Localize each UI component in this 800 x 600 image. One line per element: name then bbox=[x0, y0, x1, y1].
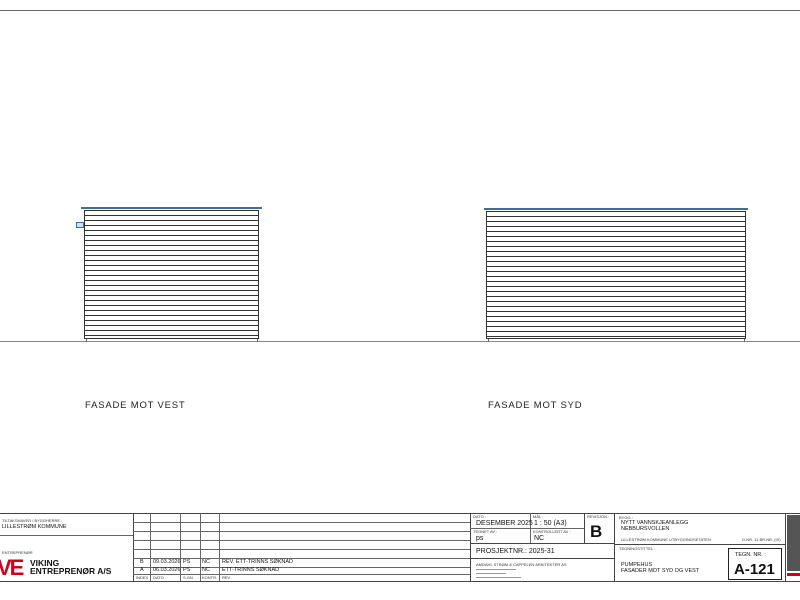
title-label: TEGNINGSTITTEL : bbox=[619, 546, 656, 551]
facade-foot-left bbox=[488, 339, 489, 342]
project-location: LILLESTRØM KOMMUNE UTBYGGINGSETATEN bbox=[621, 537, 711, 542]
client-name: LILLESTRØM KOMMUNE bbox=[2, 524, 67, 530]
rev-checked: NC bbox=[202, 559, 210, 565]
revision-table: B 09.03.2026 PS NC REV. ETT-TRINNS SØKNA… bbox=[133, 513, 470, 581]
caption-west: FASADE MOT VEST bbox=[85, 400, 186, 411]
revision-value: B bbox=[590, 522, 603, 541]
rev-checked: NC bbox=[202, 567, 210, 573]
rev-date: 09.03.2026 bbox=[153, 559, 181, 565]
architect-logo-accent bbox=[787, 573, 800, 576]
rev-text: REV. ETT-TRINNS SØKNAD bbox=[222, 559, 294, 565]
facade-south-elevation bbox=[486, 211, 746, 339]
rev-header-index: INDEX bbox=[136, 575, 149, 580]
facade-foot-right bbox=[257, 339, 258, 342]
checked-label: KONTROLLERT AV : bbox=[533, 529, 571, 534]
drawn-value: ps bbox=[476, 535, 484, 542]
rev-drawn: PS bbox=[183, 559, 191, 565]
facade-foot-right bbox=[744, 339, 745, 342]
architect-name: AMDAHL STRØM & CAPPELEN ARKITEKTER AS bbox=[476, 562, 567, 567]
drawing-number-label: TEGN. NR. : bbox=[735, 552, 766, 558]
drawing-number: A-121 bbox=[734, 561, 775, 578]
rev-header-checked: KONTR. bbox=[202, 575, 218, 580]
client-label: TILTAKSHAVER / BYGGHERRE : bbox=[2, 518, 63, 523]
roof-edge-west bbox=[81, 207, 262, 209]
project-line2: NEBBURSVOLLEN bbox=[621, 526, 670, 532]
checked-value: NC bbox=[534, 535, 545, 542]
date-label: DATO : bbox=[473, 514, 486, 519]
rev-index: B bbox=[140, 559, 144, 565]
rev-header-date: DATO bbox=[153, 575, 164, 580]
rev-header-drawn: S.GN. bbox=[183, 575, 194, 580]
rev-header-text: REV. bbox=[222, 575, 231, 580]
architect-logo-icon bbox=[787, 515, 800, 571]
project-label: BYGG : bbox=[619, 515, 633, 520]
facade-west-elevation bbox=[84, 210, 259, 339]
contractor-logo-mark: VE bbox=[0, 555, 24, 580]
project-number: PROSJEKTNR.: 2025-31 bbox=[476, 548, 555, 555]
rev-text: ETT-TRINNS SØKNAD bbox=[222, 567, 280, 573]
rev-date: 06.03.2026 bbox=[153, 567, 181, 573]
title-block: TILTAKSHAVER / BYGGHERRE : LILLESTRØM KO… bbox=[0, 513, 800, 582]
caption-south: FASADE MOT SYD bbox=[488, 400, 583, 411]
vent-icon bbox=[76, 222, 84, 228]
title-line1: PUMPEHUS bbox=[621, 562, 653, 568]
revision-label: REVISJON : bbox=[587, 514, 610, 519]
date-value: DESEMBER 2025 bbox=[476, 520, 533, 527]
rev-index: A bbox=[140, 567, 144, 573]
ground-line bbox=[0, 341, 800, 342]
drawing-border-top bbox=[0, 10, 800, 11]
rev-drawn: PS bbox=[183, 567, 191, 573]
contractor-label: ENTREPRENØR bbox=[2, 550, 33, 555]
project-gnr: G.NR. 11 BR.NR. (IX) bbox=[742, 537, 781, 542]
title-line2: FASADER MOT SYD OG VEST bbox=[621, 568, 700, 574]
scale-label: MÅL : bbox=[533, 514, 544, 519]
drawn-label: TEGNET AV : bbox=[473, 529, 498, 534]
facade-foot-left bbox=[86, 339, 87, 342]
contractor-logo-text: VIKING ENTREPRENØR A/S bbox=[30, 558, 112, 576]
scale-value: 1 : 50 (A3) bbox=[534, 520, 567, 527]
drawing-number-box: TEGN. NR. : A-121 bbox=[728, 548, 782, 580]
roof-edge-south bbox=[484, 208, 748, 210]
project-line1: NYTT VANNSKJEANLEGG bbox=[621, 520, 689, 526]
